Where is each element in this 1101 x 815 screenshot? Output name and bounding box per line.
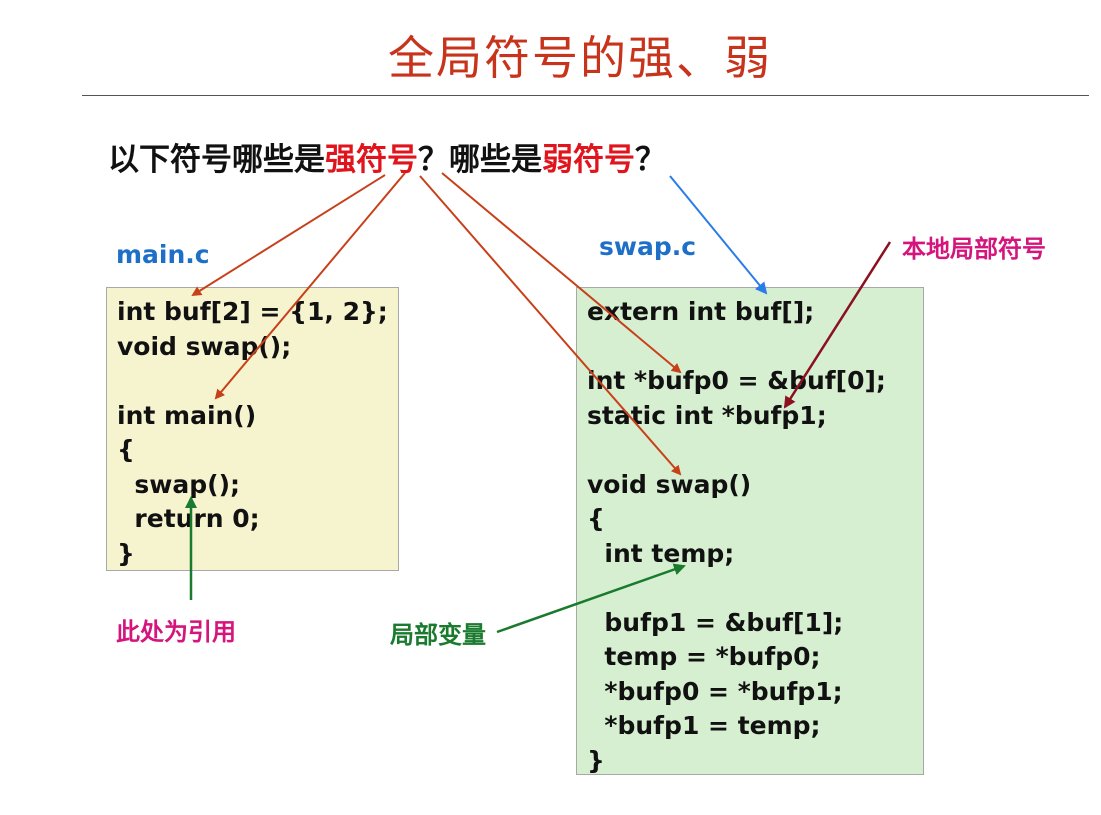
code-line: *bufp0 = *bufp1; [587, 676, 843, 706]
title-divider [82, 95, 1089, 96]
code-line: int temp; [587, 538, 735, 568]
swap-code: extern int buf[]; int *bufp0 = &buf[0];s… [587, 295, 886, 778]
arrow-strong-to-buf [191, 174, 386, 297]
question-text: 以下符号哪些是强符号？哪些是弱符号？ [108, 134, 666, 179]
code-line: *bufp1 = temp; [587, 711, 821, 740]
code-line: int main() [117, 400, 257, 430]
local-variable-label: 局部变量 [390, 621, 486, 649]
arrow-strong-to-bufp0 [441, 172, 682, 374]
code-line: int buf[2] = {1, 2}; [117, 297, 388, 326]
code-line: extern int buf[]; [587, 297, 815, 326]
arrow-weak-to-extern-buf [669, 175, 768, 295]
arrow-strong-to-swap-def [419, 175, 682, 476]
code-line: return 0; [117, 504, 260, 533]
code-line: { [117, 435, 135, 464]
strong-symbol-term: 强符号 [325, 142, 418, 178]
arrow-local-symbol-to-bufp1 [783, 241, 892, 409]
reference-label: 此处为引用 [116, 618, 236, 646]
main-code-box: int buf[2] = {1, 2}; void swap(); int mai… [106, 287, 399, 571]
code-line: } [587, 745, 605, 775]
arrow-strong-to-main [214, 172, 406, 400]
local-symbol-label: 本地局部符号 [902, 235, 1046, 263]
main-file-label: main.c [116, 240, 210, 269]
code-line: } [117, 538, 135, 568]
code-line: bufp1 = &buf[1]; [587, 607, 844, 637]
code-line: swap(); [117, 469, 240, 499]
question-part-3: ？ [635, 142, 666, 178]
slide-title: 全局符号的强、弱 [388, 31, 772, 85]
swap-code-box: extern int buf[]; int *bufp0 = &buf[0];s… [576, 287, 924, 775]
code-line: { [587, 504, 605, 533]
question-part-2: ？哪些是 [418, 142, 542, 178]
weak-symbol-term: 弱符号 [542, 142, 635, 178]
swap-file-label: swap.c [599, 232, 697, 261]
code-line: temp = *bufp0; [587, 642, 821, 671]
main-code: int buf[2] = {1, 2}; void swap(); int mai… [117, 295, 388, 571]
code-line: static int *bufp1; [587, 400, 827, 430]
code-line: void swap(); [117, 331, 292, 361]
arrow-local-var-to-temp [496, 563, 686, 634]
question-part-1: 以下符号哪些是 [108, 142, 325, 178]
